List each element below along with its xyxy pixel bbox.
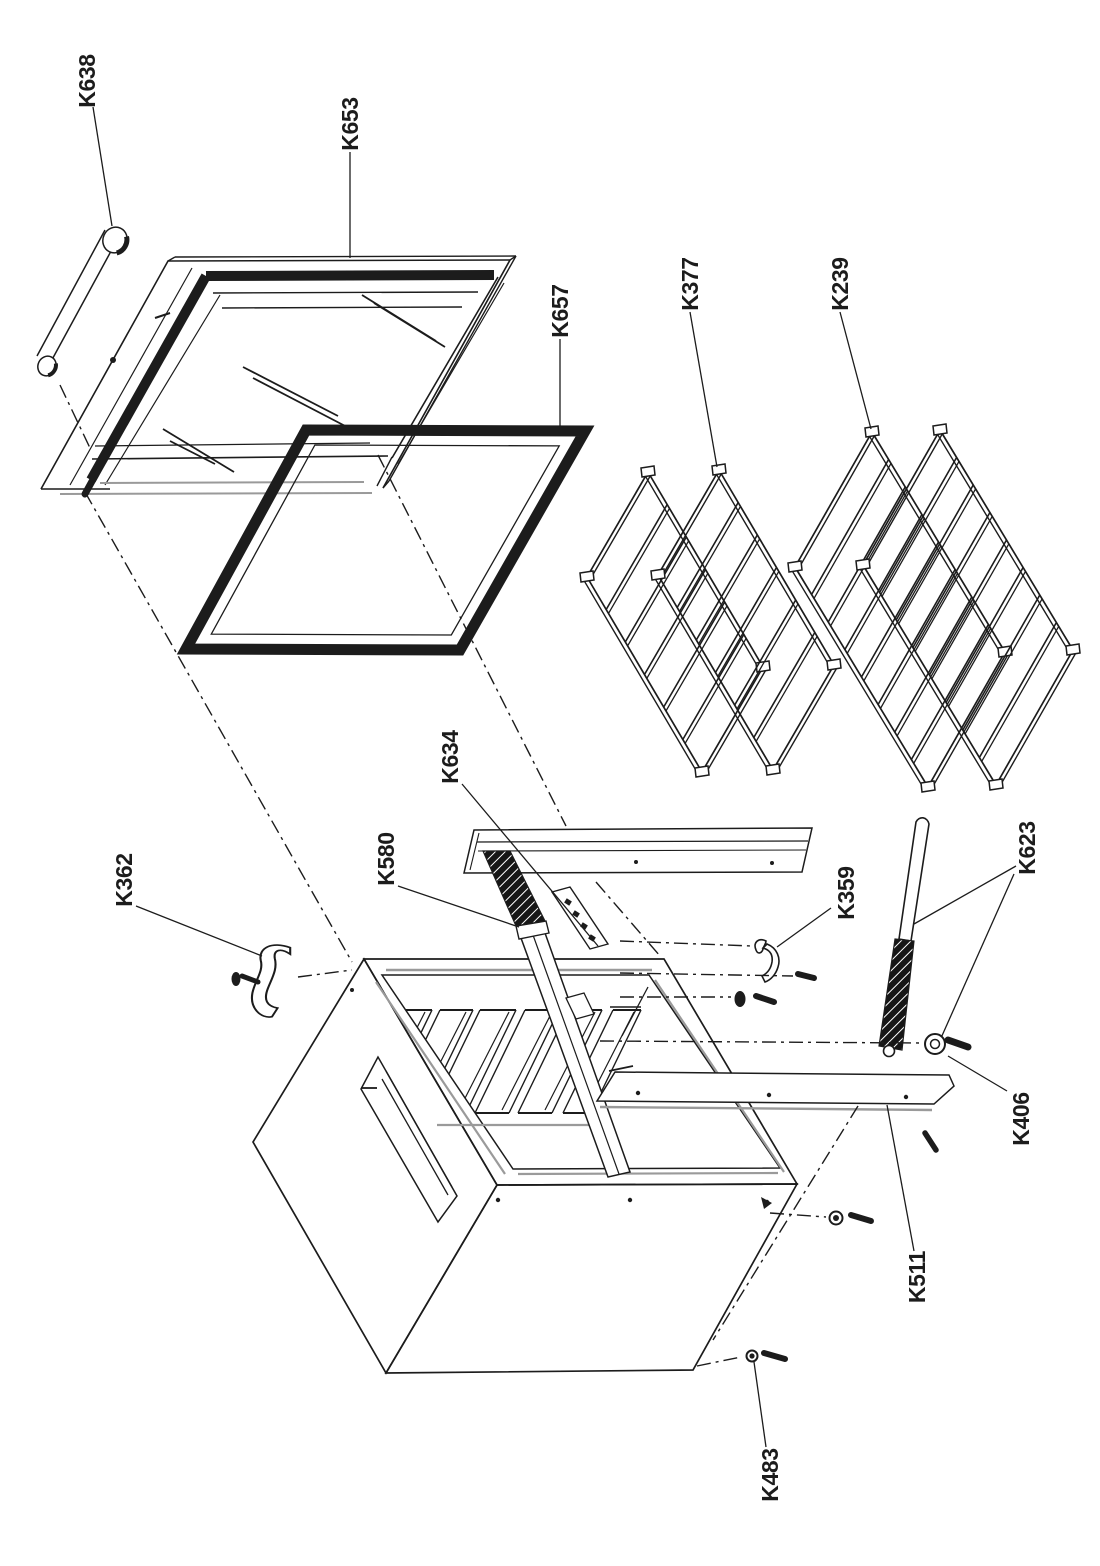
svg-text:K511: K511 bbox=[904, 1250, 930, 1303]
svg-text:K377: K377 bbox=[677, 257, 703, 310]
svg-text:K406: K406 bbox=[1008, 1092, 1034, 1145]
svg-text:K362: K362 bbox=[111, 853, 137, 906]
svg-text:K657: K657 bbox=[547, 284, 573, 337]
svg-text:K638: K638 bbox=[74, 54, 100, 108]
svg-text:K359: K359 bbox=[833, 866, 859, 919]
svg-text:K483: K483 bbox=[757, 1448, 783, 1501]
svg-text:K239: K239 bbox=[827, 257, 853, 310]
svg-text:K580: K580 bbox=[373, 832, 399, 885]
svg-text:K623: K623 bbox=[1014, 821, 1040, 874]
svg-text:K634: K634 bbox=[437, 730, 463, 784]
svg-text:K653: K653 bbox=[337, 97, 363, 150]
